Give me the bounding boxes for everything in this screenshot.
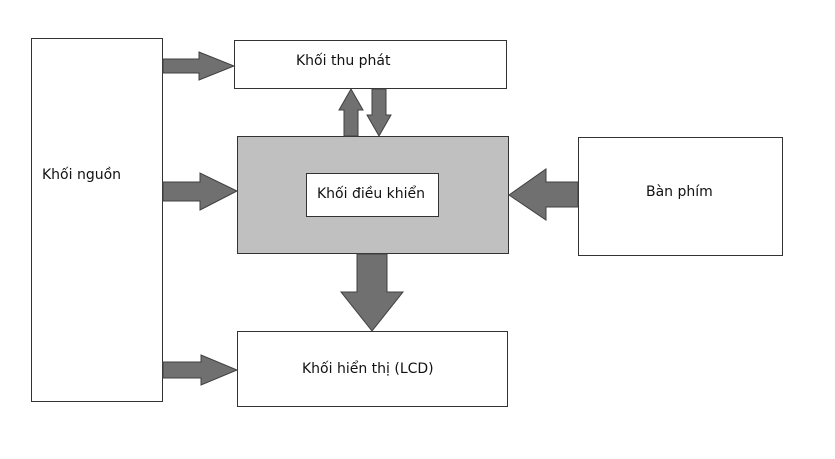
arrow-keyboard-to-controller — [508, 168, 579, 221]
arrow-power-to-display — [162, 354, 239, 386]
power-block-label: Khối nguồn — [42, 167, 122, 183]
arrow-power-to-controller — [162, 172, 239, 211]
display-block: Khối hiển thị (LCD) — [237, 331, 508, 407]
transceiver-block: Khối thu phát — [234, 40, 507, 89]
transceiver-block-label: Khối thu phát — [296, 53, 391, 69]
controller-block: Khối điều khiển — [237, 136, 509, 254]
display-block-label: Khối hiển thị (LCD) — [302, 361, 434, 377]
power-block: Khối nguồn — [31, 38, 163, 402]
keyboard-block-label: Bàn phím — [646, 184, 713, 200]
controller-block-label: Khối điều khiển — [317, 186, 426, 202]
arrow-transceiver-to-controller — [366, 88, 392, 138]
arrow-power-to-transceiver — [162, 51, 236, 81]
controller-inner-box: Khối điều khiển — [306, 173, 439, 217]
keyboard-block: Bàn phím — [578, 137, 783, 256]
arrow-controller-to-display — [339, 253, 405, 332]
arrow-controller-to-transceiver — [338, 87, 364, 137]
